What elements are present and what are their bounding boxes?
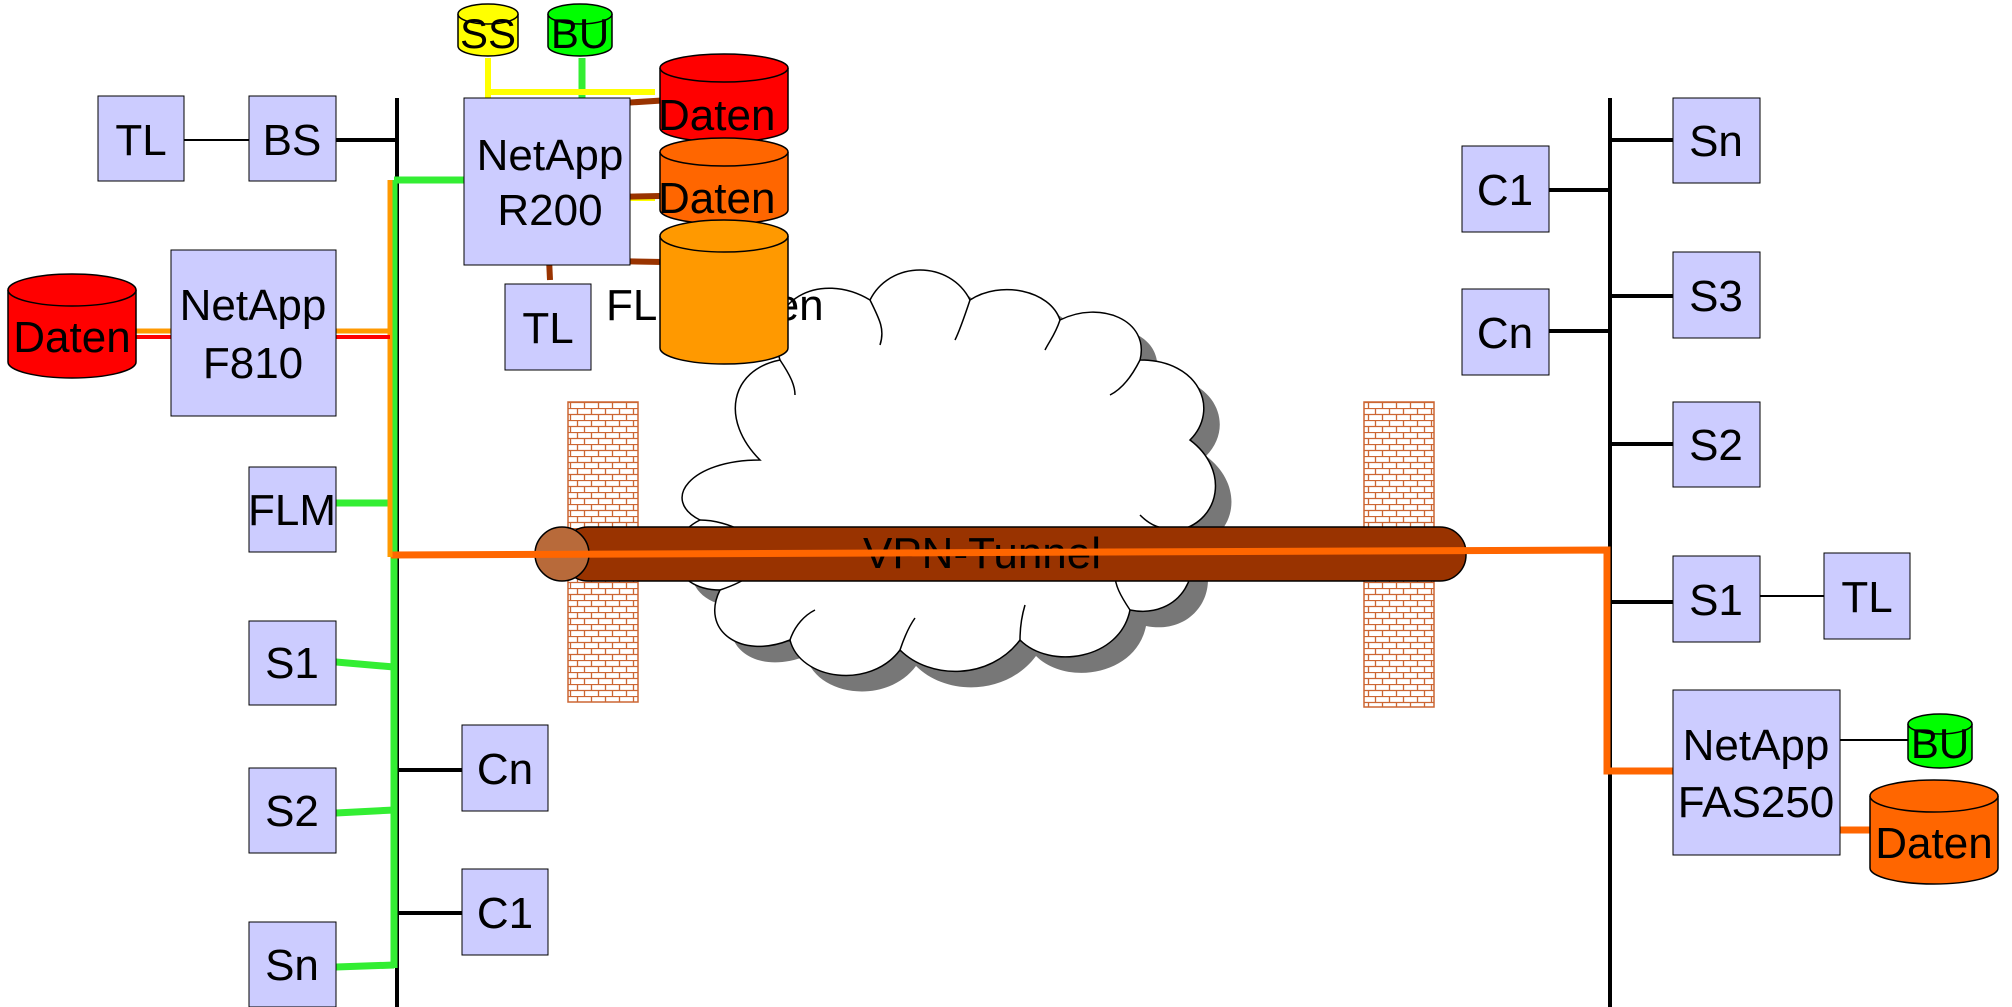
- cylinder-daten-red-left: Daten: [7, 273, 137, 379]
- path-yellow: [485, 58, 655, 95]
- box-bs: BS: [248, 95, 337, 182]
- box-sn-right: Sn: [1672, 97, 1761, 184]
- box-tl-under-r200: TL: [504, 283, 592, 371]
- node-label: BU: [551, 10, 609, 57]
- node-label: C1: [1477, 166, 1533, 215]
- node-label: Daten: [13, 313, 130, 362]
- node-label: R200: [497, 186, 602, 235]
- node-label: S1: [1689, 576, 1743, 625]
- node-label: Cn: [1477, 309, 1533, 358]
- box-tl-right: TL: [1823, 552, 1911, 640]
- box-netapp-r200: NetApp R200: [463, 97, 631, 266]
- node-label: TL: [115, 116, 166, 165]
- node-label: S1: [265, 639, 319, 688]
- node-label: FLM: [248, 486, 336, 535]
- node-label: Daten: [658, 174, 775, 223]
- cylinder-daten-red-top: Daten: [658, 53, 789, 143]
- node-label: FAS250: [1678, 778, 1835, 827]
- node-label: S2: [1689, 421, 1743, 470]
- cylinder-flm-daten: [659, 219, 789, 365]
- cylinder-bu-left: BU: [547, 3, 613, 57]
- node-label: Cn: [477, 745, 533, 794]
- box-netapp-f810: NetApp F810: [170, 249, 337, 417]
- node-label: BU: [1911, 720, 1969, 767]
- node-label: F810: [203, 339, 303, 388]
- node-label: S3: [1689, 272, 1743, 321]
- node-label: NetApp: [180, 281, 327, 330]
- cylinder-bu-right: BU: [1907, 713, 1973, 769]
- box-sn-left: Sn: [248, 921, 337, 1007]
- cylinder-daten-orange-mid: Daten: [658, 137, 789, 225]
- node-label: Daten: [658, 91, 775, 140]
- box-netapp-fas250: NetApp FAS250: [1672, 689, 1841, 856]
- node-label: Sn: [265, 941, 319, 990]
- box-c1-right: C1: [1461, 145, 1550, 233]
- cylinder-daten-orange-right: Daten: [1869, 779, 1999, 885]
- box-c1-left: C1: [461, 868, 549, 956]
- node-label: NetApp: [1683, 721, 1830, 770]
- node-label: TL: [522, 304, 573, 353]
- node-label: BS: [263, 116, 322, 165]
- box-s2-right: S2: [1672, 401, 1761, 488]
- box-tl-left: TL: [97, 95, 185, 182]
- box-s2-left: S2: [248, 767, 337, 854]
- node-label: SS: [460, 10, 516, 57]
- node-label: S2: [265, 787, 319, 836]
- node-label: TL: [1841, 573, 1892, 622]
- node-label: NetApp: [477, 131, 624, 180]
- node-label: Daten: [1875, 819, 1992, 868]
- box-s3-right: S3: [1672, 251, 1761, 339]
- node-label: Sn: [1689, 117, 1743, 166]
- box-cn-right: Cn: [1461, 288, 1550, 376]
- cylinder-ss: SS: [457, 3, 519, 57]
- node-label: C1: [477, 889, 533, 938]
- box-flm: FLM: [248, 466, 337, 553]
- box-s1-left: S1: [248, 620, 337, 706]
- box-s1-right: S1: [1672, 555, 1761, 643]
- box-cn-left: Cn: [461, 724, 549, 812]
